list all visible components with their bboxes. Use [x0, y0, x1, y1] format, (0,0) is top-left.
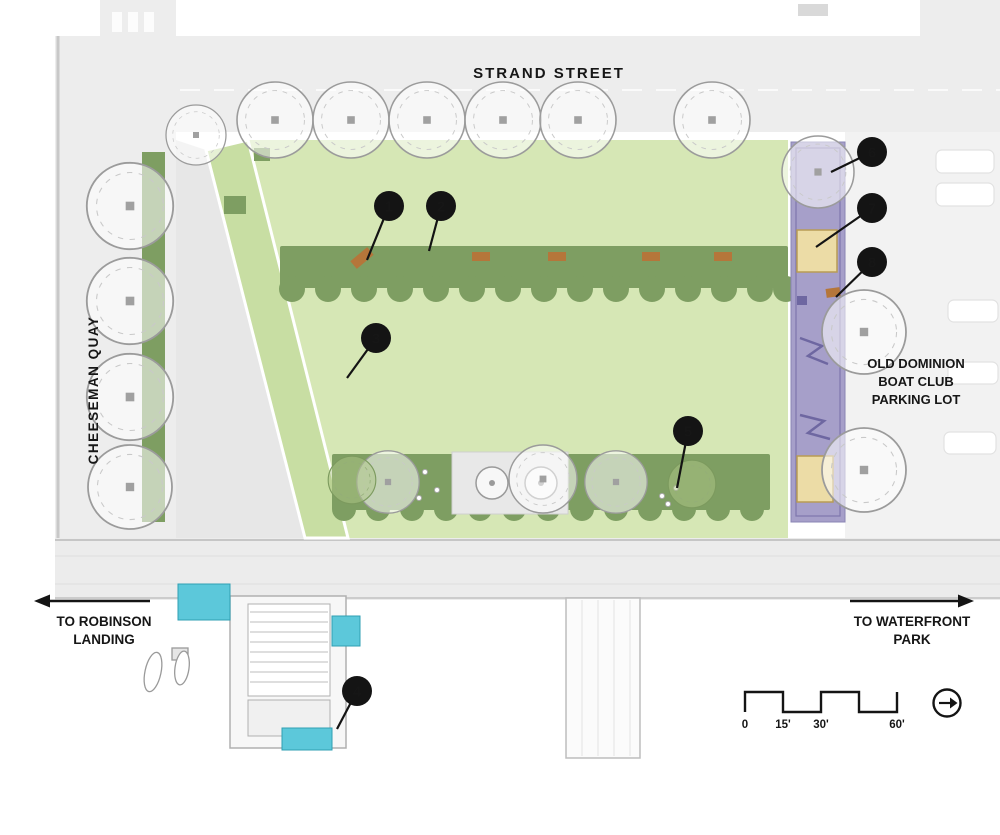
- svg-text:PARKING LOT: PARKING LOT: [872, 392, 961, 407]
- svg-text:BOAT CLUB: BOAT CLUB: [878, 374, 954, 389]
- boat-icon: [174, 650, 190, 686]
- callout-marker-1: 1: [365, 191, 404, 261]
- bench-icon: [714, 252, 732, 261]
- tree-icon: [821, 427, 907, 513]
- tree-icon: [312, 81, 390, 159]
- bench-icon: [642, 252, 660, 261]
- tree-icon: [508, 444, 578, 514]
- tree-icon: [667, 459, 717, 509]
- tree-icon: [388, 81, 466, 159]
- svg-text:LANDING: LANDING: [73, 632, 135, 647]
- callout-marker-2: 2: [426, 191, 456, 252]
- boat-icon: [143, 651, 163, 693]
- tree-icon: [539, 81, 617, 159]
- svg-text:7: 7: [868, 201, 876, 218]
- markers-layer: 1 2 3 4 5 6 7 8: [336, 137, 887, 730]
- svg-text:TO ROBINSON: TO ROBINSON: [56, 614, 151, 629]
- callout-marker-4: 4: [336, 676, 372, 730]
- waterfront-park-label: TO WATERFRONT PARK: [854, 614, 971, 647]
- center-pier: [565, 597, 641, 759]
- benches: [350, 247, 732, 269]
- bench-icon: [472, 252, 490, 261]
- tree-icon: [584, 450, 648, 514]
- street-detail: [798, 4, 828, 16]
- svg-text:2: 2: [437, 199, 445, 216]
- robinson-landing-label: TO ROBINSON LANDING: [56, 614, 151, 647]
- diagonal-walk: [204, 138, 350, 540]
- bench-icon: [350, 247, 374, 269]
- pier-structure: [229, 595, 347, 749]
- kayak-launch-pad: [281, 727, 333, 751]
- svg-text:8: 8: [868, 255, 876, 272]
- tree-icon: [165, 104, 227, 166]
- deck-furniture: [799, 336, 831, 441]
- bench-icon: [548, 252, 566, 261]
- scale-label-60: 60': [889, 719, 905, 731]
- kayak-launch: [177, 583, 361, 751]
- callout-marker-7: 7: [815, 193, 887, 248]
- hedge-row: [279, 246, 799, 302]
- parking-stalls: [935, 149, 999, 455]
- scale-bar: 0 15' 30' 60': [742, 690, 905, 731]
- cheeseman-quay-label: CHEESEMAN QUAY: [86, 316, 101, 465]
- tree-icon: [327, 455, 377, 505]
- svg-text:1: 1: [385, 199, 393, 216]
- kayak-launch-pad: [331, 615, 361, 647]
- callout-marker-5: 5: [673, 416, 703, 489]
- crosswalk: [112, 12, 154, 32]
- strand-street-label: STRAND STREET: [473, 65, 625, 82]
- callout-marker-3: 3: [346, 323, 391, 379]
- callout-marker-6: 6: [830, 137, 887, 173]
- right-direction-arrow: [850, 594, 974, 608]
- tree-icon: [781, 135, 855, 209]
- north-arrow-icon: [932, 688, 962, 718]
- scale-label-15: 15': [775, 719, 791, 731]
- svg-text:4: 4: [353, 684, 362, 701]
- parking-lot-label: OLD DOMINION BOAT CLUB PARKING LOT: [867, 356, 965, 407]
- svg-text:OLD DOMINION: OLD DOMINION: [867, 356, 965, 371]
- boats: [143, 647, 190, 693]
- tree-icon: [85, 161, 175, 251]
- tree-icon: [673, 81, 751, 159]
- svg-text:TO WATERFRONT: TO WATERFRONT: [854, 614, 971, 629]
- svg-text:5: 5: [684, 424, 692, 441]
- arrow-head-icon: [958, 594, 974, 608]
- scale-label-0: 0: [742, 719, 748, 731]
- scale-label-30: 30': [813, 719, 829, 731]
- arrow-head-icon: [34, 594, 50, 608]
- svg-text:6: 6: [868, 145, 876, 162]
- svg-text:PARK: PARK: [893, 632, 931, 647]
- callout-marker-8: 8: [835, 247, 887, 298]
- left-direction-arrow: [34, 594, 150, 608]
- svg-text:3: 3: [372, 331, 380, 348]
- kayak-launch-pad: [177, 583, 231, 621]
- quay-widening-path: [176, 140, 305, 538]
- lawn-area: [248, 140, 788, 538]
- tree-icon: [464, 81, 542, 159]
- tree-icon: [236, 81, 314, 159]
